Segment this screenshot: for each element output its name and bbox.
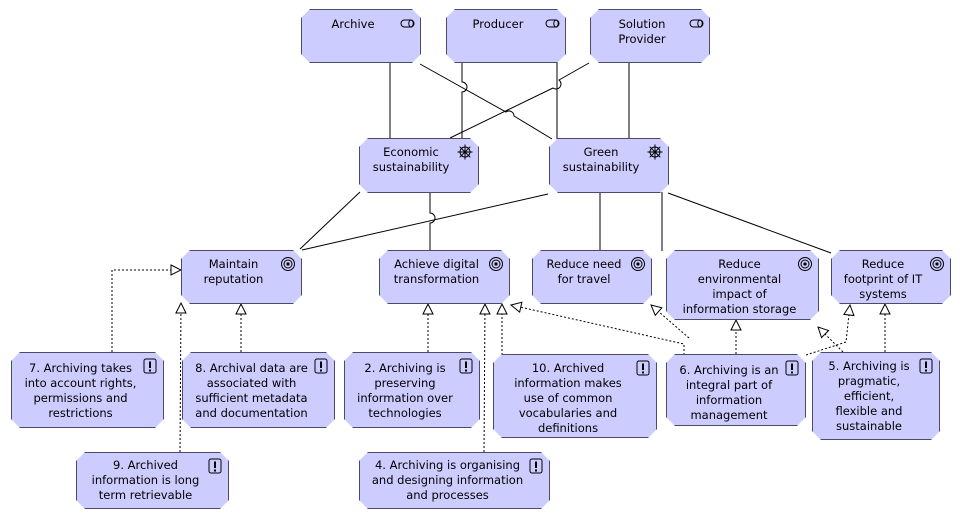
principle-exclamation-icon [458, 358, 474, 374]
actor-archive-label: Archive [331, 17, 375, 31]
principle-6[interactable]: 6. Archiving is an integral part of info… [666, 354, 806, 426]
principle-exclamation-icon [635, 360, 651, 376]
edge-producer-economic [461, 62, 468, 139]
driver-economic-sustainability[interactable]: Economic sustainability [359, 138, 479, 193]
principle-7-label: 7. Archiving takes into account rights, … [24, 361, 137, 420]
edge-p5-environmental [818, 327, 844, 353]
edge-p7-reputation [111, 270, 181, 352]
edge-green-reputation [301, 193, 549, 251]
actor-role-icon [545, 15, 561, 31]
goal-target-icon [797, 256, 813, 272]
principle-exclamation-icon [207, 458, 223, 474]
principle-4[interactable]: 4. Archiving is organising and designing… [359, 452, 550, 509]
principle-10[interactable]: 10. Archived information makes use of co… [493, 354, 657, 438]
goal-reduce-footprint[interactable]: Reduce footprint of IT systems [831, 250, 951, 304]
edge-p4-digital [484, 304, 485, 453]
driver-economic-label: Economic sustainability [372, 145, 450, 174]
edge-green-footprint [667, 192, 832, 254]
goal-target-icon [630, 256, 646, 272]
principle-exclamation-icon [142, 358, 158, 374]
principle-7[interactable]: 7. Archiving takes into account rights, … [11, 352, 164, 428]
principle-2[interactable]: 2. Archiving is preserving information o… [344, 352, 480, 428]
goal-reduce-travel-label: Reduce need for travel [546, 257, 622, 286]
driver-green-sustainability[interactable]: Green sustainability [549, 138, 669, 193]
actor-producer-label: Producer [472, 17, 524, 31]
edge-p6-digital [511, 305, 685, 355]
goal-target-icon [488, 256, 504, 272]
principle-10-label: 10. Archived information makes use of co… [514, 361, 622, 435]
principle-exclamation-icon [784, 360, 800, 376]
actor-archive[interactable]: Archive [301, 9, 421, 63]
principle-8-label: 8. Archival data are associated with suf… [195, 361, 308, 420]
edge-archive-green [419, 63, 553, 140]
principle-exclamation-icon [528, 458, 544, 474]
actor-solution-provider-label: Solution Provider [618, 17, 666, 46]
goal-maintain-reputation-label: Maintain reputation [203, 257, 264, 286]
driver-wheel-icon [457, 144, 473, 160]
driver-green-label: Green sustainability [562, 145, 640, 174]
edge-p6-environmental [651, 305, 690, 339]
principle-5-label: 5. Archiving is pragmatic, efficient, fl… [828, 359, 910, 433]
principle-9[interactable]: 9. Archived information is long term ret… [76, 452, 229, 509]
actor-solution-provider[interactable]: Solution Provider [590, 9, 710, 63]
goal-digital-transformation[interactable]: Achieve digital transformation [379, 250, 510, 304]
principle-2-label: 2. Archiving is preserving information o… [357, 361, 453, 420]
goal-reduce-environmental-impact[interactable]: Reduce environmental impact of informati… [666, 250, 819, 320]
principle-exclamation-icon [918, 358, 934, 374]
goal-reduce-footprint-label: Reduce footprint of IT systems [843, 257, 923, 301]
goal-target-icon [280, 256, 296, 272]
actor-role-icon [689, 15, 705, 31]
driver-wheel-icon [647, 144, 663, 160]
principle-8[interactable]: 8. Archival data are associated with suf… [182, 352, 335, 428]
actor-producer[interactable]: Producer [446, 9, 566, 63]
principle-6-label: 6. Archiving is an integral part of info… [679, 363, 779, 422]
principle-exclamation-icon [313, 358, 329, 374]
actor-role-icon [400, 15, 416, 31]
edge-economic-digital [429, 192, 436, 251]
edge-p9-reputation [180, 303, 181, 453]
goal-reduce-environmental-label: Reduce environmental impact of informati… [682, 257, 797, 316]
goal-digital-transformation-label: Achieve digital transformation [393, 257, 480, 286]
edge-economic-reputation [299, 191, 361, 250]
edge-solution-economic [449, 62, 590, 139]
principle-5[interactable]: 5. Archiving is pragmatic, efficient, fl… [812, 352, 940, 440]
goal-maintain-reputation[interactable]: Maintain reputation [181, 250, 302, 304]
goal-target-icon [929, 256, 945, 272]
principle-4-label: 4. Archiving is organising and designing… [371, 458, 524, 502]
principle-9-label: 9. Archived information is long term ret… [91, 458, 200, 502]
goal-reduce-travel[interactable]: Reduce need for travel [532, 250, 652, 304]
